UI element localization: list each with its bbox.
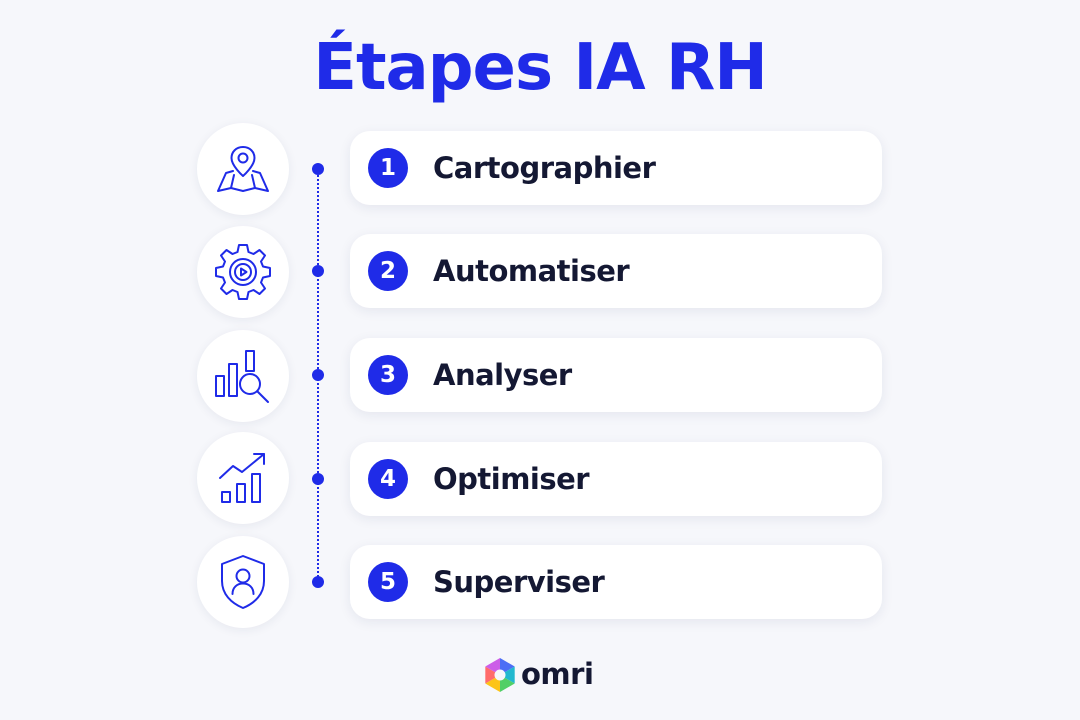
step-label: Automatiser <box>433 254 630 288</box>
step-card-1: 1 Cartographier <box>350 131 882 205</box>
timeline-dot-2 <box>312 265 324 277</box>
step-5-icon-circle <box>197 536 289 628</box>
step-label: Optimiser <box>433 462 590 496</box>
timeline-dot-4 <box>312 473 324 485</box>
step-label: Cartographier <box>433 151 656 185</box>
step-number-badge: 3 <box>368 355 408 395</box>
step-number-badge: 5 <box>368 562 408 602</box>
step-card-4: 4 Optimiser <box>350 442 882 516</box>
step-1-icon-circle <box>197 123 289 215</box>
brand-name: omri <box>521 657 594 691</box>
step-card-5: 5 Superviser <box>350 545 882 619</box>
gear-play-icon <box>215 244 271 300</box>
step-4-icon-circle <box>197 432 289 524</box>
step-2-icon-circle <box>197 226 289 318</box>
shield-user-icon <box>221 555 265 609</box>
step-number-badge: 2 <box>368 251 408 291</box>
brand-logo: omri <box>484 655 604 695</box>
timeline-dot-5 <box>312 576 324 588</box>
growth-chart-icon <box>219 453 265 503</box>
chart-magnifier-icon <box>215 350 269 403</box>
map-pin-icon <box>217 146 269 192</box>
step-card-3: 3 Analyser <box>350 338 882 412</box>
step-label: Analyser <box>433 358 572 392</box>
step-label: Superviser <box>433 565 605 599</box>
omri-logo-icon <box>485 658 515 692</box>
step-card-2: 2 Automatiser <box>350 234 882 308</box>
timeline-dot-3 <box>312 369 324 381</box>
step-number-badge: 4 <box>368 459 408 499</box>
timeline-dot-1 <box>312 163 324 175</box>
page-title: Étapes IA RH <box>313 31 768 105</box>
step-number-badge: 1 <box>368 148 408 188</box>
step-3-icon-circle <box>197 330 289 422</box>
